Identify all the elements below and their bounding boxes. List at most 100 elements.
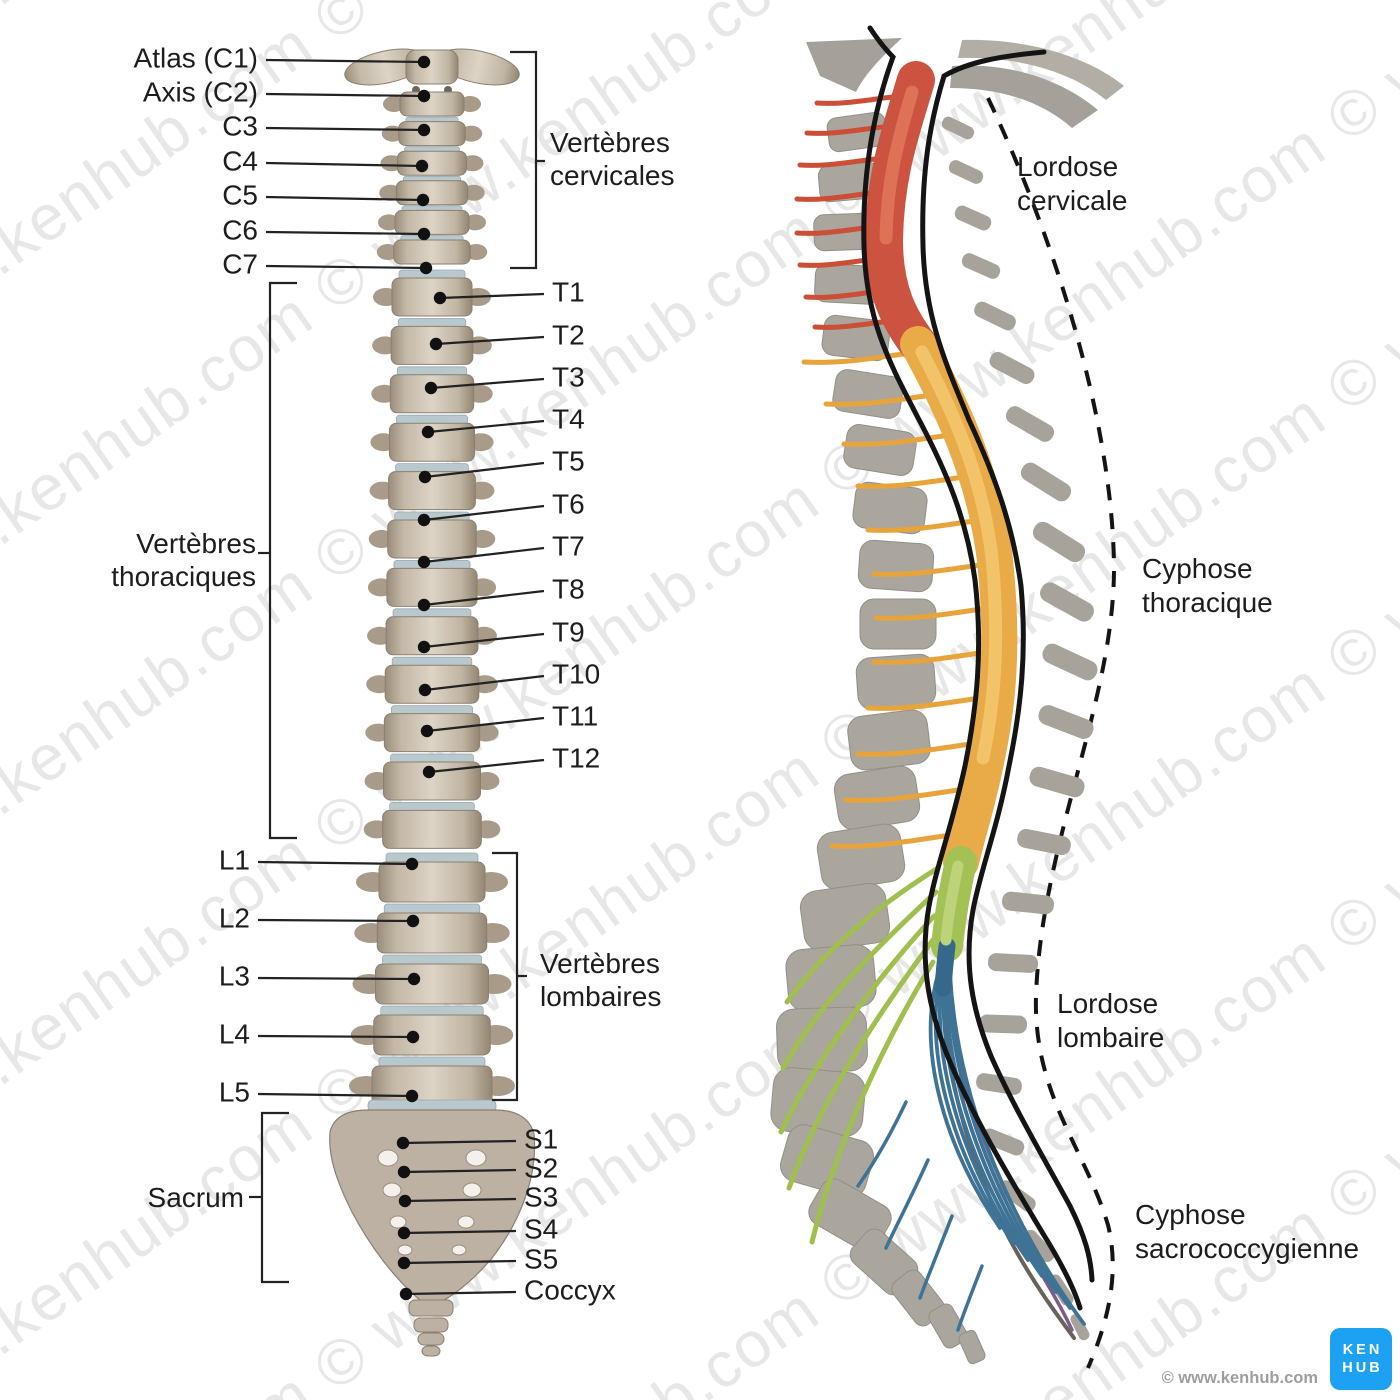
group-label-line: Vertèbres — [136, 528, 256, 559]
label-dot — [416, 193, 430, 207]
vertebra-label: C6 — [222, 214, 258, 246]
logo-text-ken: KEN — [1342, 1341, 1383, 1358]
vertebra-body — [376, 912, 488, 954]
label-dot — [433, 291, 447, 305]
vertebra-body — [394, 209, 470, 235]
lumbar-nerve-root — [786, 937, 936, 1191]
vertebra-label: L1 — [218, 844, 250, 876]
vertebra-process — [948, 160, 984, 184]
vertebra-label: C5 — [222, 179, 258, 211]
thoracic-nerve-root — [871, 649, 989, 665]
leader-line — [257, 860, 413, 866]
skull-base-shape — [806, 38, 902, 92]
group-label-line: Vertèbres — [550, 127, 670, 158]
vertebra-process — [981, 1128, 1025, 1156]
leader-line — [423, 632, 545, 649]
cord-highlight — [915, 345, 1003, 765]
vertebra-label: T2 — [552, 319, 585, 351]
thoracic-nerve-root — [855, 741, 973, 757]
leader-line — [403, 1259, 517, 1265]
cauda-equina-fiber — [937, 972, 1030, 1262]
vertebra-body — [386, 567, 478, 607]
vertebra-process — [1040, 582, 1094, 622]
sacral-foramen — [457, 1215, 475, 1229]
vertebra-process — [1001, 891, 1055, 915]
cauda-equina-fiber — [948, 972, 1086, 1326]
label-dot — [397, 1165, 411, 1179]
label-dot — [405, 857, 419, 871]
dural-outline-anterior — [861, 25, 1083, 1311]
skull-base-shape — [950, 65, 1098, 128]
lumbar-nerve-root — [780, 889, 939, 1071]
vertebra-body-lateral — [857, 539, 935, 593]
vertebra-process — [978, 1014, 1028, 1034]
sacral-foramen — [397, 1244, 413, 1256]
vertebra-label: T6 — [552, 488, 585, 520]
leader-line — [265, 195, 424, 202]
vertebra-body — [393, 239, 471, 265]
label-dot — [422, 765, 436, 779]
vertebra-label: L2 — [218, 902, 250, 934]
thoracic-nerve-root — [843, 787, 961, 803]
cord-highlight — [879, 85, 919, 245]
vertebra-label: T4 — [552, 403, 585, 435]
vertebra-body-lateral — [859, 598, 937, 650]
sacral-nerve-root — [956, 1264, 984, 1332]
curvature-label-line: sacrococcygienne — [1135, 1232, 1360, 1264]
label-dot — [398, 1194, 412, 1208]
curvature-label-line: cervicale — [1017, 184, 1128, 216]
vertebra-label: S4 — [524, 1213, 559, 1245]
label-dot — [399, 1287, 413, 1301]
leader-line — [423, 589, 545, 607]
vertebra-process — [987, 953, 1039, 973]
leader-lines-layer — [249, 50, 545, 1301]
leader-line — [405, 1290, 517, 1296]
curvature-label-line: Lordose — [1017, 151, 1119, 182]
vertebra-label: L3 — [218, 960, 250, 992]
vertebra-process — [1070, 1313, 1090, 1341]
label-dot — [406, 914, 420, 928]
leader-line — [265, 58, 425, 64]
leader-line — [403, 1229, 517, 1235]
vertebra-process — [941, 116, 975, 140]
label-dot — [417, 598, 431, 612]
vertebra-body — [373, 1014, 491, 1056]
leader-line — [257, 918, 414, 923]
leader-line — [428, 758, 545, 774]
vertebra-label: L4 — [218, 1018, 250, 1050]
leader-line — [423, 504, 545, 522]
lumbar-nerve-root — [778, 913, 937, 1135]
leader-line — [257, 1034, 414, 1039]
cauda-equina-fiber — [933, 972, 1016, 1246]
vertebra-label: C3 — [222, 110, 258, 142]
leader-line — [403, 1168, 517, 1174]
vertebra-process — [1042, 643, 1098, 681]
vertebra-process — [974, 301, 1016, 331]
leader-line — [404, 1197, 517, 1203]
vertebra-process — [961, 253, 1001, 279]
vertebra-label: Coccyx — [524, 1274, 616, 1306]
vertebra-label: C7 — [222, 248, 258, 280]
vertebra-label: Atlas (C1) — [133, 42, 258, 74]
group-label-line: lombaires — [540, 980, 662, 1012]
label-dot — [420, 724, 434, 738]
vertebra-process — [1038, 705, 1094, 739]
label-dot — [429, 337, 443, 351]
vertebra-process — [1032, 521, 1086, 563]
curvature-dashed-line — [986, 97, 1117, 1369]
vertebra-process — [1005, 406, 1055, 442]
coccyx-segment — [417, 1332, 445, 1346]
leader-line — [430, 377, 545, 390]
vertebra-body — [375, 963, 489, 1005]
leader-line — [427, 419, 545, 434]
label-dot — [417, 640, 431, 654]
cauda-equina-fiber — [944, 972, 1058, 1294]
coccyx-segment — [421, 1345, 441, 1357]
sacral-nerve-root — [918, 1214, 954, 1300]
label-dot — [421, 425, 435, 439]
sacral-foramen — [382, 1182, 402, 1198]
